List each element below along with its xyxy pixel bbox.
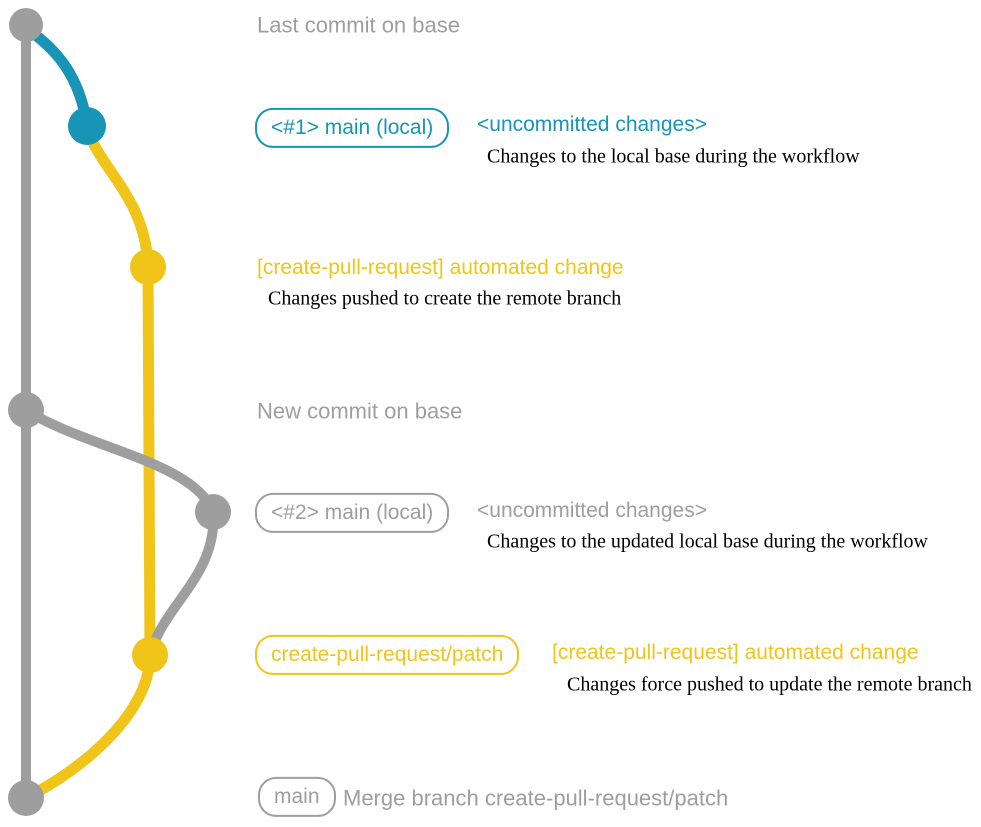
branch-badge-main-local-1: <#1> main (local): [255, 107, 450, 149]
commit-dot-merge-commit: [8, 780, 44, 816]
merge-line: [20, 649, 156, 804]
local-main-branch-line-2: [21, 405, 218, 517]
commit-description-automated-1: Changes pushed to create the remote bran…: [268, 287, 622, 310]
branch-badge-main-local-2: <#2> main (local): [255, 492, 450, 534]
commit-message-automated-1: [create-pull-request] automated change: [257, 255, 624, 279]
commit-message-uncommitted-2: <uncommitted changes>: [477, 498, 707, 522]
commit-message-merge: Merge branch create-pull-request/patch: [343, 785, 729, 811]
rebase-line: [145, 507, 219, 660]
annotation-last-commit-on-base: Last commit on base: [257, 12, 460, 38]
commit-message-uncommitted-1: <uncommitted changes>: [477, 112, 707, 136]
commit-description-uncommitted-2: Changes to the updated local base during…: [487, 530, 928, 553]
patch-branch-line-top: [81, 122, 154, 273]
commit-description-uncommitted-1: Changes to the local base during the wor…: [487, 145, 860, 168]
commit-description-automated-2: Changes force pushed to update the remot…: [567, 673, 972, 696]
branch-badge-main: main: [258, 776, 336, 818]
commit-dot-automated-change-1: [130, 249, 166, 285]
annotation-new-commit-on-base: New commit on base: [257, 398, 463, 424]
commit-dot-uncommitted-changes-1: [68, 107, 106, 145]
commit-message-automated-2: [create-pull-request] automated change: [552, 640, 919, 664]
commit-dot-automated-change-2: [132, 637, 168, 673]
commit-dot-uncommitted-changes-2: [195, 494, 231, 530]
commit-dot-new-commit-on-base: [8, 392, 44, 428]
branch-badge-create-pull-request-patch: create-pull-request/patch: [255, 634, 520, 676]
commit-dot-last-commit-on-base: [9, 8, 43, 42]
